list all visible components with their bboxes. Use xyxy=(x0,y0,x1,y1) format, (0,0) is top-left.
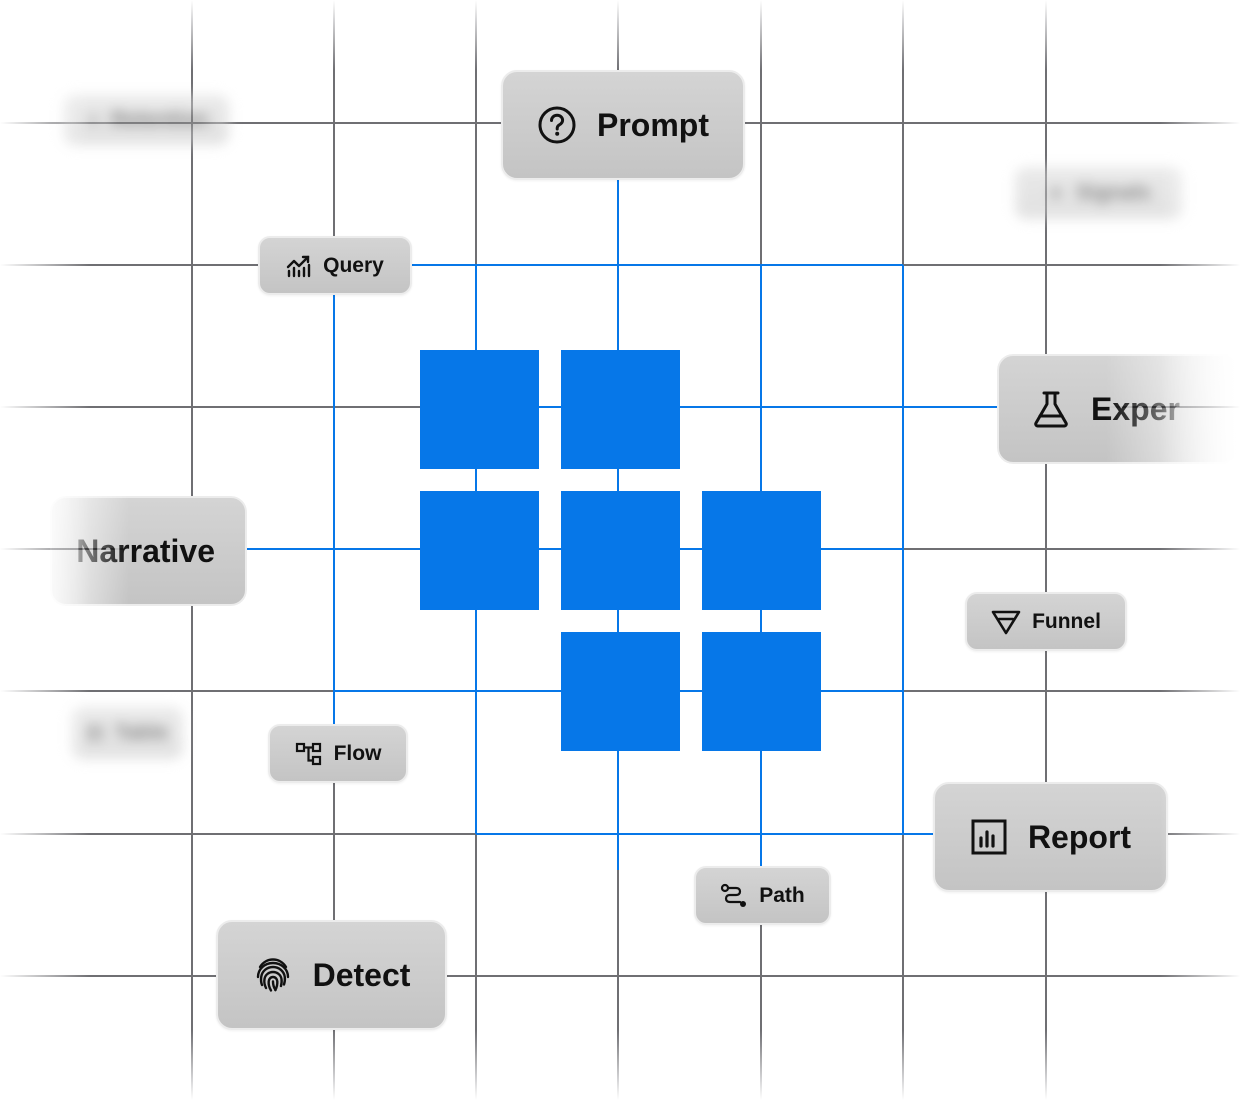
block-r1-c1 xyxy=(420,350,539,469)
block-r2-c2 xyxy=(561,491,680,610)
faded-chip-retention: Retention xyxy=(62,94,230,146)
node-label: Narrative xyxy=(76,532,215,569)
chip-label: Table xyxy=(114,721,169,744)
node-label: Detect xyxy=(312,956,411,993)
node-detect[interactable]: Detect xyxy=(216,920,447,1030)
block-r3-c3 xyxy=(702,632,821,751)
line-bar-chart-icon xyxy=(286,254,312,278)
faded-chip-signals: Signals xyxy=(1014,166,1184,220)
flow-diagram-icon xyxy=(295,741,323,767)
node-label: Flow xyxy=(333,741,382,765)
fingerprint-icon xyxy=(253,955,293,995)
node-flow[interactable]: Flow xyxy=(268,724,408,783)
table-icon xyxy=(86,724,104,742)
node-label: Funnel xyxy=(1032,609,1101,633)
question-circle-icon xyxy=(537,105,577,145)
node-label: Query xyxy=(323,253,384,277)
node-path[interactable]: Path xyxy=(694,866,831,925)
node-narrative[interactable]: Narrative xyxy=(50,496,247,606)
node-funnel[interactable]: Funnel xyxy=(965,592,1127,651)
path-icon xyxy=(720,883,748,909)
node-query[interactable]: Query xyxy=(258,236,412,295)
node-label: Prompt xyxy=(597,106,709,143)
sparkle-icon xyxy=(1047,184,1065,202)
flask-icon xyxy=(1031,389,1071,429)
chip-label: Retention xyxy=(111,108,208,131)
block-r2-c1 xyxy=(420,491,539,610)
block-r1-c2 xyxy=(561,350,680,469)
arrow-icon xyxy=(84,112,100,128)
node-experiment[interactable]: Exper xyxy=(997,354,1240,464)
funnel-icon xyxy=(991,609,1021,635)
block-r3-c2 xyxy=(561,632,680,751)
block-r2-c3 xyxy=(702,491,821,610)
node-prompt[interactable]: Prompt xyxy=(501,70,745,180)
chip-label: Signals xyxy=(1076,181,1151,204)
node-label: Exper xyxy=(1091,390,1180,427)
node-report[interactable]: Report xyxy=(933,782,1168,892)
node-label: Report xyxy=(1027,818,1132,855)
node-label: Path xyxy=(759,883,805,907)
bar-report-icon xyxy=(970,818,1008,856)
faded-chip-table: Table xyxy=(70,706,184,760)
